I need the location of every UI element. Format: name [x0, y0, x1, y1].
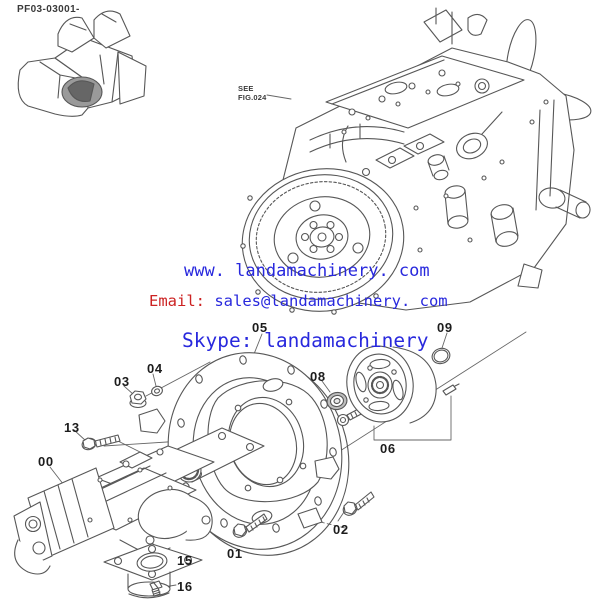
see-fig-note-line1: SEE: [238, 84, 254, 93]
engine-drawing: [240, 7, 592, 315]
pin-drawing: [442, 383, 460, 396]
seal-08-drawing: [326, 391, 348, 411]
part-label-02: 02: [333, 522, 349, 537]
watermark-email-value: sales@landamachinery. com: [214, 292, 448, 310]
bolt-16-drawing: [149, 580, 163, 597]
part-label-05: 05: [252, 320, 268, 335]
part-label-00: 00: [38, 454, 54, 469]
hydraulic-pump-drawing: [13, 427, 265, 575]
part-label-01: 01: [227, 546, 243, 561]
o-ring-09-drawing: [431, 347, 451, 365]
part-label-16: 16: [177, 579, 193, 594]
see-fig-note-line2: FIG.024: [238, 93, 267, 102]
figure-code: PF03-03001-: [17, 4, 80, 15]
part-label-08: 08: [310, 369, 326, 384]
coupling-drawing: [346, 345, 437, 424]
bolt-01-drawing: [232, 513, 268, 538]
part-label-15: 15: [177, 553, 193, 568]
watermark-skype: Skype: landamachinery: [182, 329, 429, 352]
excavator-inset-drawing: [17, 10, 147, 117]
engine-flywheel: [240, 168, 405, 315]
part-label-03: 03: [114, 374, 130, 389]
nut-03-drawing: [129, 390, 147, 409]
washer-04-drawing: [151, 385, 163, 397]
part-label-09: 09: [437, 320, 453, 335]
part-label-06: 06: [380, 441, 396, 456]
watermark-email-line: Email: sales@landamachinery. com: [149, 292, 448, 310]
watermark-website: www. landamachinery. com: [184, 261, 430, 281]
see-fig-note: SEE FIG.024: [238, 84, 267, 102]
bolt-02-drawing: [342, 491, 375, 516]
part-label-04: 04: [147, 361, 163, 376]
watermark-email-label: Email:: [149, 292, 205, 310]
part-label-13: 13: [64, 420, 80, 435]
bolt-13-drawing: [81, 434, 121, 451]
